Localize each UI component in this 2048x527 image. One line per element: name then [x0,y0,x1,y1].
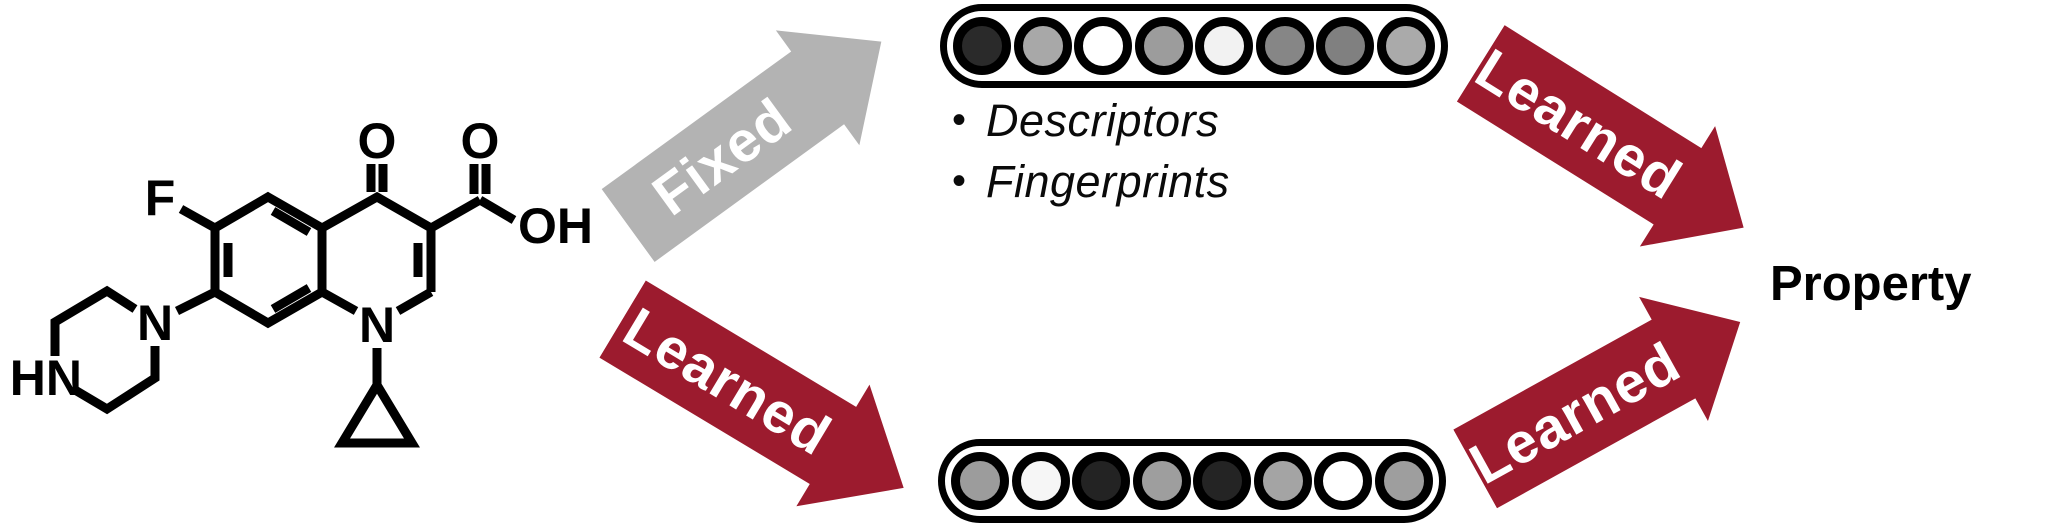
vector-cell [1253,452,1312,510]
atom-label-HN: HN [10,350,82,406]
vector-cell [1195,17,1254,75]
molecule-structure: F O O OH N N HN [10,113,593,448]
learned-bottom-arrow: Learned [1439,255,1778,527]
fixed-arrow-shape [601,30,882,262]
atom-label-carboxyl-O: O [461,113,500,169]
atom-label-F: F [145,170,176,226]
vector-cell [1255,17,1314,75]
list-item: • Fingerprints [952,151,1230,212]
atom-label-ketone-O: O [358,113,397,169]
ketone-double-bond [366,164,388,192]
vector-cell [1134,17,1193,75]
cyclopropyl-group [334,348,420,448]
feature-label-fingerprints: Fingerprints [986,155,1230,207]
list-item: • Descriptors [952,90,1230,151]
vector-cell [1072,452,1131,510]
atom-label-OH: OH [518,198,593,254]
feature-label-descriptors: Descriptors [986,94,1220,146]
vector-cell [1132,452,1191,510]
vector-cell [1193,452,1252,510]
benzene-double-bonds [223,207,312,313]
carboxyl-bonds [428,164,517,232]
learned-encoder-arrow: Learned [584,255,944,527]
learned-top-arrow-shape [1456,25,1744,247]
atom-label-piperazine-N: N [137,295,173,351]
vector-cell [1374,452,1433,510]
vector-cell [1314,452,1373,510]
vector-cell [1376,17,1435,75]
fluorine-bond [178,205,218,232]
vector-cell [1316,17,1375,75]
vector-cell [951,452,1010,510]
fixed-feature-vector [940,4,1448,88]
vector-cell [1013,17,1072,75]
pyridinone-ring [319,191,436,315]
learned-bottom-arrow-shape [1453,296,1741,509]
fixed-representation-list: • Descriptors • Fingerprints [952,90,1230,212]
bullet-icon: • [952,98,967,142]
piperazine-ring [50,285,218,415]
vector-cell [1074,17,1133,75]
learned-encoder-arrow-shape [599,280,904,507]
learned-top-arrow: Learned [1441,0,1785,292]
fixed-arrow: Fixed [584,0,927,286]
learned-feature-vector [938,439,1446,523]
vector-cell [1011,452,1070,510]
bullet-icon: • [952,159,967,203]
atom-label-ring-N: N [359,297,395,353]
vector-cell [953,17,1012,75]
property-label: Property [1770,257,1972,311]
